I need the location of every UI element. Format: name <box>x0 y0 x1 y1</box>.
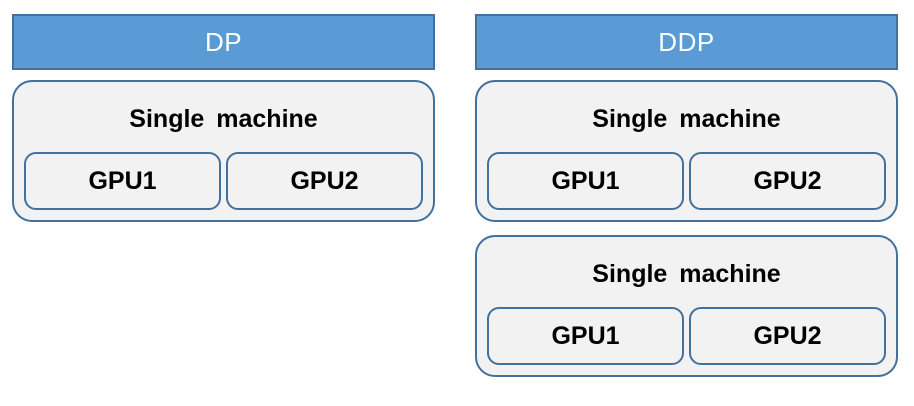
dp-machine-box: Single machine GPU1 GPU2 <box>12 80 435 222</box>
dp-gpu2-box: GPU2 <box>226 152 423 210</box>
ddp-machine-1-gpu-row: GPU1 GPU2 <box>487 152 886 210</box>
ddp-machine-box-1: Single machine GPU1 GPU2 <box>475 80 898 222</box>
dp-header-bar: DP <box>12 14 435 70</box>
dp-header-label: DP <box>204 26 243 57</box>
ddp-machine-2-title: Single machine <box>592 260 781 288</box>
ddp-header-label: DDP <box>658 26 715 57</box>
ddp-header-bar: DDP <box>475 14 898 70</box>
dp-gpu-row: GPU1 GPU2 <box>24 152 423 210</box>
ddp-machine-1-gpu2-box: GPU2 <box>689 152 886 210</box>
ddp-machine-2-gpu1-box: GPU1 <box>487 307 684 365</box>
ddp-column: DDP Single machine GPU1 GPU2 Single mach… <box>475 14 898 377</box>
ddp-machine-1-gpu1-box: GPU1 <box>487 152 684 210</box>
ddp-machine-1-title: Single machine <box>592 105 781 133</box>
ddp-machine-box-2: Single machine GPU1 GPU2 <box>475 235 898 377</box>
ddp-machine-2-gpu-row: GPU1 GPU2 <box>487 307 886 365</box>
dp-machine-title: Single machine <box>129 105 318 133</box>
dp-gpu1-box: GPU1 <box>24 152 221 210</box>
dp-column: DP Single machine GPU1 GPU2 <box>12 14 435 222</box>
ddp-machine-2-gpu2-box: GPU2 <box>689 307 886 365</box>
